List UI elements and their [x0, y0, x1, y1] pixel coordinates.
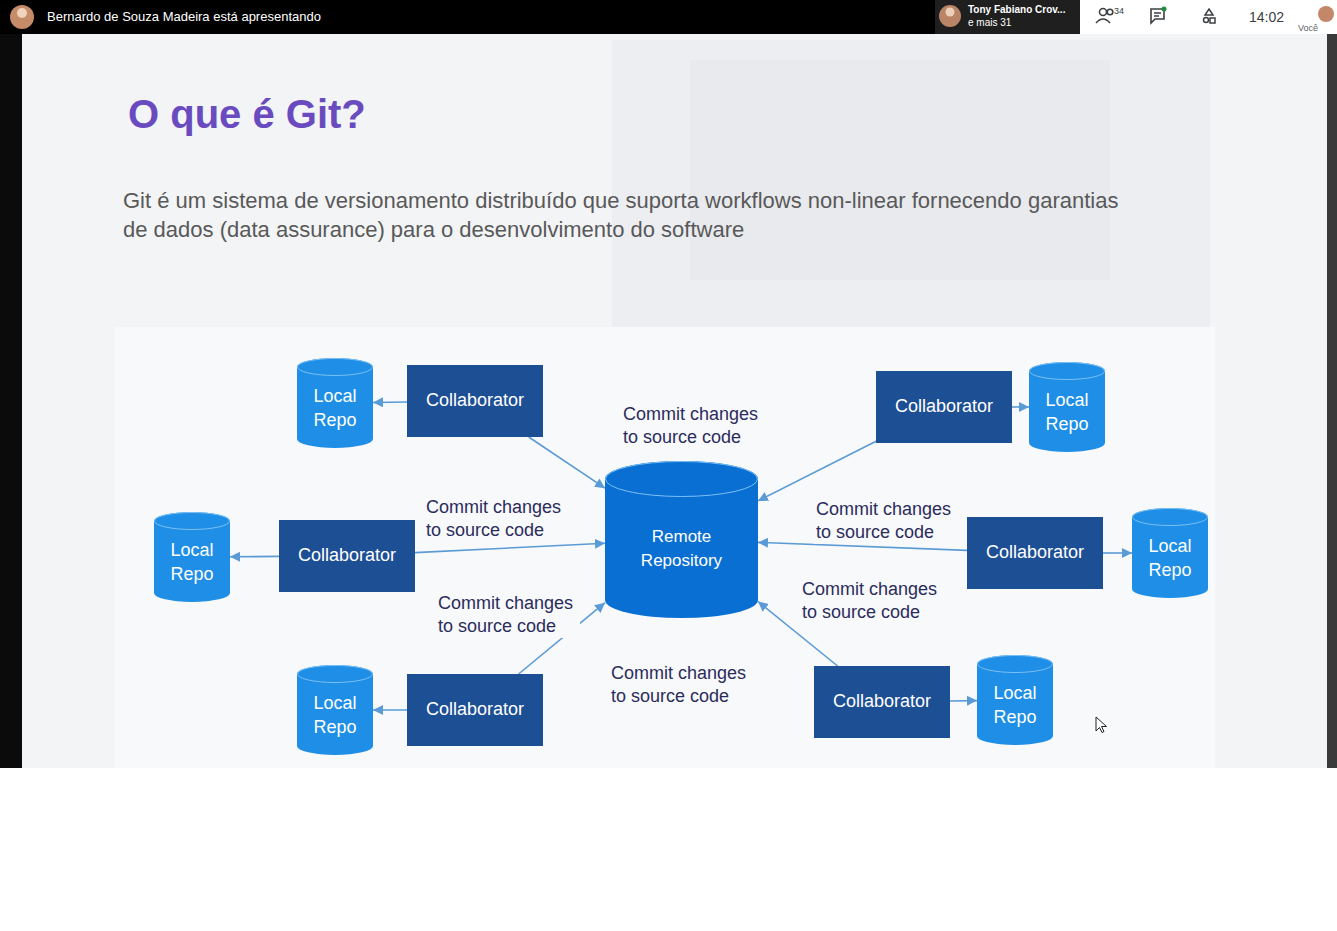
chat-icon [1151, 9, 1164, 23]
participant-name: Tony Fabiano Crov... [968, 4, 1065, 15]
remote-repository-cylinder: Remote Repository [605, 461, 758, 618]
edge-label: Commit changes to source code [621, 403, 765, 449]
collaborator-box: Collaborator [876, 371, 1012, 443]
cylinder-rim [606, 462, 758, 497]
toolbar [1080, 0, 1337, 34]
avatar [946, 8, 955, 17]
edge-label: Commit changes to source code [609, 662, 753, 708]
edge-label: Commit changes to source code [424, 496, 568, 542]
slide-decor [612, 40, 1210, 327]
arrow-connector [1012, 406, 1029, 408]
avatar [17, 8, 27, 18]
node-text: Local Repo [303, 384, 367, 432]
arrow-connector [373, 709, 407, 711]
collaborator-box: Collaborator [407, 365, 543, 437]
cylinder-rim [155, 513, 230, 530]
arrow-connector [230, 556, 279, 558]
collaborator-box: Collaborator [279, 520, 415, 592]
cylinder-body [154, 512, 230, 602]
cylinder-rim [978, 656, 1053, 673]
participant-panel [935, 0, 1080, 34]
slide-title: O que é Git? [128, 92, 366, 137]
node-text: Local Repo [1035, 388, 1099, 436]
presenter-name: Bernardo de Souza Madeira está apresenta… [47, 9, 321, 24]
self-label: Você [1298, 23, 1318, 33]
node-text: Local Repo [160, 538, 224, 586]
cylinder-rim [298, 359, 373, 376]
node-text: Collaborator [426, 698, 524, 721]
cylinder-rim [1133, 509, 1208, 526]
node-text: Collaborator [426, 389, 524, 412]
top-bar [0, 0, 935, 34]
local-repo-cylinder: Local Repo [297, 358, 373, 448]
local-repo-cylinder: Local Repo [1029, 362, 1105, 452]
participant-count: e mais 31 [968, 17, 1011, 28]
cylinder-body [1132, 508, 1208, 598]
slide-decor [690, 60, 1110, 280]
edge-label: Commit changes to source code [800, 578, 944, 624]
avatar [1318, 6, 1334, 22]
node-text: Local Repo [983, 681, 1047, 729]
node-text: Local Repo [303, 691, 367, 739]
node-text: Local Repo [1138, 534, 1202, 582]
status-dot [1162, 7, 1167, 12]
avatar [939, 5, 961, 27]
activities-icon [1204, 9, 1216, 23]
people-icon [1096, 9, 1113, 24]
node-text: Collaborator [986, 541, 1084, 564]
arrow-connector [529, 437, 605, 488]
edge-label: Commit changes to source code [814, 498, 958, 544]
node-text: Remote Repository [622, 525, 742, 573]
collaborator-box: Collaborator [967, 517, 1103, 589]
arrow-connector [415, 543, 605, 552]
avatar [10, 5, 34, 29]
node-text: Collaborator [298, 544, 396, 567]
clock: 14:02 [1249, 9, 1284, 25]
collaborator-box: Collaborator [407, 674, 543, 746]
people-count: 34 [1114, 6, 1124, 16]
local-repo-cylinder: Local Repo [977, 655, 1053, 745]
cylinder-rim [1030, 363, 1105, 380]
cylinder-rim [298, 666, 373, 683]
arrow-connector [950, 700, 977, 702]
side-bar [1327, 34, 1337, 768]
mouse-cursor [1096, 717, 1107, 733]
local-repo-cylinder: Local Repo [297, 665, 373, 755]
node-text: Collaborator [895, 395, 993, 418]
cylinder-body [605, 461, 758, 618]
side-bar [0, 34, 22, 768]
local-repo-cylinder: Local Repo [154, 512, 230, 602]
local-repo-cylinder: Local Repo [1132, 508, 1208, 598]
cylinder-body [1029, 362, 1105, 452]
node-text: Collaborator [833, 690, 931, 713]
edge-label: Commit changes to source code [436, 592, 580, 638]
cylinder-body [977, 655, 1053, 745]
slide-ground [22, 34, 1327, 768]
diagram-ground [115, 327, 1215, 768]
cylinder-body [297, 358, 373, 448]
collaborator-box: Collaborator [814, 666, 950, 738]
slide-subtitle: Git é um sistema de versionamento distri… [123, 186, 1133, 244]
arrow-connector [373, 401, 407, 403]
cylinder-body [297, 665, 373, 755]
arrow-connector [758, 441, 876, 501]
arrow-connector [1103, 552, 1132, 554]
